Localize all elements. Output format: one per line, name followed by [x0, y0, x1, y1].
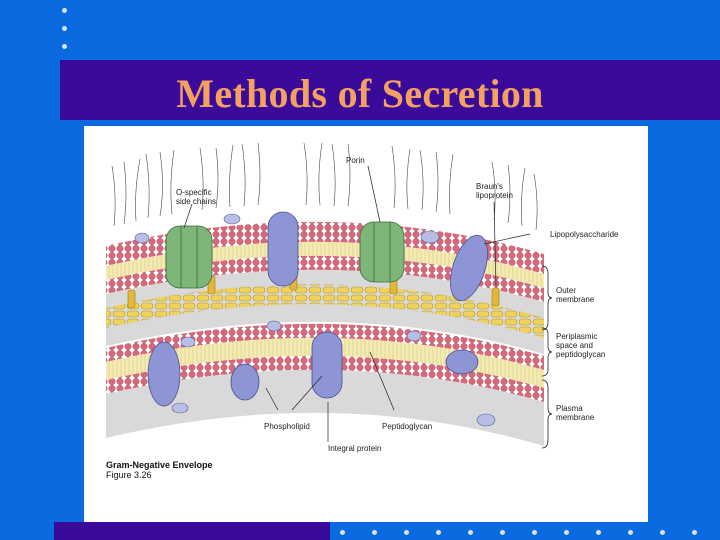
bottom-bar — [54, 522, 330, 540]
label-o-specific-side-chains: O-specific side chains — [176, 188, 217, 206]
dot — [564, 530, 569, 535]
dot — [660, 530, 665, 535]
label-brauns-lipoprotein: Braun's lipoprotein — [476, 182, 513, 200]
label-outer-membrane: Outer membrane — [556, 286, 595, 304]
dot — [62, 44, 67, 49]
dot — [436, 530, 441, 535]
surface-proteins — [134, 213, 496, 427]
dot — [62, 8, 67, 13]
label-plasma-membrane: Plasma membrane — [556, 404, 595, 422]
slide-title: Methods of Secretion — [176, 71, 544, 116]
decorative-dots-bottom — [340, 530, 720, 538]
gram-negative-envelope-figure: O-specific side chains Porin Braun's lip… — [84, 126, 648, 522]
dot — [692, 530, 697, 535]
dot — [628, 530, 633, 535]
figure-caption-number: Figure 3.26 — [106, 470, 152, 480]
label-peptidoglycan: Peptidoglycan — [382, 422, 433, 431]
dot — [372, 530, 377, 535]
title-bar: Methods of Secretion — [60, 60, 720, 120]
layer-brackets — [541, 265, 553, 449]
dot — [500, 530, 505, 535]
label-lipopolysaccharide: Lipopolysaccharide — [550, 230, 619, 239]
cytoplasm — [106, 369, 544, 446]
label-integral-protein: Integral protein — [328, 444, 382, 453]
outer-membrane-inner-leaflet — [106, 255, 544, 302]
label-phospholipid: Phospholipid — [264, 422, 310, 431]
o-specific-side-chains — [111, 142, 538, 231]
dot — [404, 530, 409, 535]
dot — [340, 530, 345, 535]
decorative-dots-top — [62, 8, 70, 62]
label-periplasmic-space: Periplasmic space and peptidoglycan — [556, 332, 606, 359]
dot — [62, 26, 67, 31]
label-porin: Porin — [346, 156, 365, 165]
porin — [165, 221, 405, 289]
dot — [532, 530, 537, 535]
integral-protein — [147, 331, 479, 407]
outer-membrane-protein — [267, 211, 488, 302]
dot — [596, 530, 601, 535]
dot — [468, 530, 473, 535]
cell-envelope-illustration — [106, 142, 553, 449]
figure-caption-title: Gram-Negative Envelope — [106, 460, 213, 470]
peptidoglycan-layer — [106, 284, 544, 338]
plasma-membrane-outer-leaflet — [106, 323, 544, 370]
plasma-membrane-inner-leaflet — [106, 355, 544, 402]
label-leader-lines — [183, 165, 531, 442]
